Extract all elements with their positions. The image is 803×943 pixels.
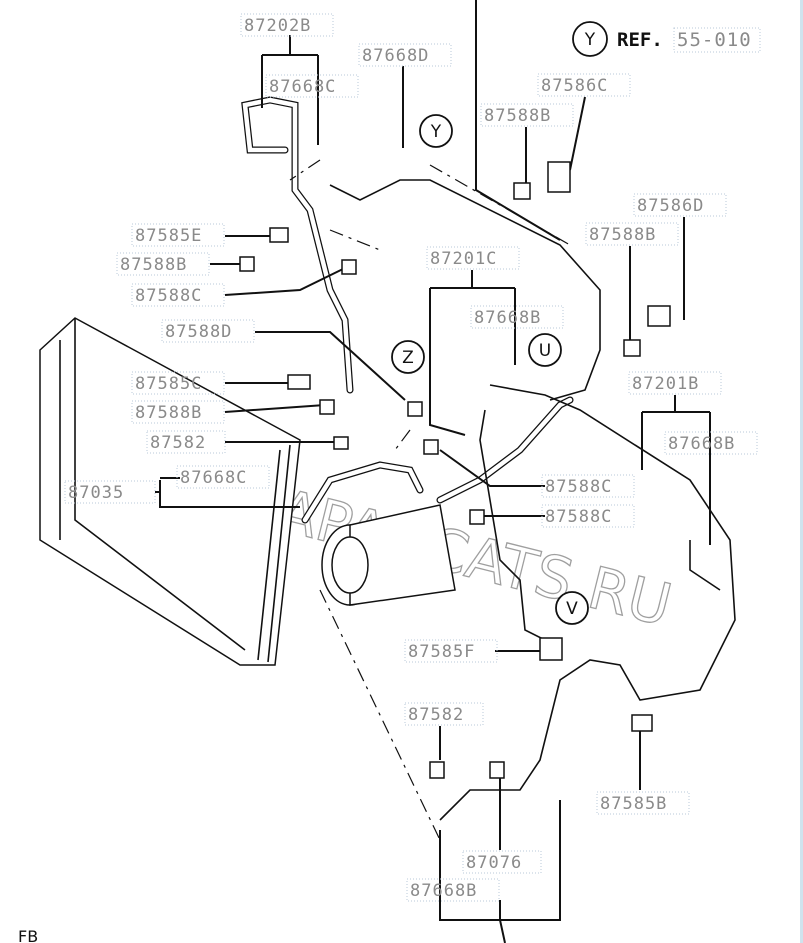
part-label: 87668B xyxy=(664,431,758,455)
svg-text:87585C: 87585C xyxy=(135,374,202,394)
part-label: 87588D xyxy=(161,319,255,343)
svg-text:87586C: 87586C xyxy=(541,76,608,96)
part-label: 87668B xyxy=(470,305,564,329)
part-label: 87035 xyxy=(64,480,156,504)
svg-text:87588C: 87588C xyxy=(135,286,202,306)
svg-text:87585B: 87585B xyxy=(600,794,667,814)
part-label: 87668C xyxy=(265,74,359,98)
svg-text:87588B: 87588B xyxy=(484,106,551,126)
part-label: 87586C xyxy=(537,73,631,97)
svg-text:87585E: 87585E xyxy=(135,226,202,246)
svg-text:REF.: REF. xyxy=(617,29,663,51)
svg-text:87582: 87582 xyxy=(150,433,206,453)
compressor-drawing xyxy=(321,504,456,606)
leader-lines xyxy=(155,0,711,943)
part-label: 87588B xyxy=(480,103,574,127)
part-label: 87588B xyxy=(131,400,225,424)
svg-text:87668B: 87668B xyxy=(668,434,735,454)
svg-text:U: U xyxy=(539,341,551,361)
svg-text:87668C: 87668C xyxy=(269,77,336,97)
page-edge xyxy=(800,0,803,943)
fasteners xyxy=(239,161,671,779)
svg-text:87586D: 87586D xyxy=(637,196,704,216)
svg-text:87035: 87035 xyxy=(68,483,124,503)
part-label: 87588C xyxy=(131,283,225,307)
svg-text:87582: 87582 xyxy=(408,705,464,725)
hoses xyxy=(241,96,736,821)
svg-text:Y: Y xyxy=(430,122,442,142)
svg-text:87668B: 87668B xyxy=(410,881,477,901)
svg-text:87668B: 87668B xyxy=(474,308,541,328)
svg-text:87588B: 87588B xyxy=(589,225,656,245)
svg-text:87201B: 87201B xyxy=(632,374,699,394)
part-label: 87588B xyxy=(585,222,679,246)
svg-text:87588B: 87588B xyxy=(135,403,202,423)
part-label: 87585C xyxy=(131,371,225,395)
part-label: 87668D xyxy=(358,43,452,67)
part-label: 87586D xyxy=(633,193,727,217)
part-label: 87588C xyxy=(541,504,635,528)
svg-text:87201C: 87201C xyxy=(430,249,497,269)
svg-text:87076: 87076 xyxy=(466,853,522,873)
svg-text:Y: Y xyxy=(584,30,596,50)
part-label: 87076 xyxy=(462,850,542,874)
svg-text:87668C: 87668C xyxy=(180,468,247,488)
part-label: 87588B xyxy=(116,252,210,276)
reference-note: Y REF. 55-010 xyxy=(572,21,761,57)
part-label: 87202B xyxy=(240,13,334,37)
orientation-label: FB xyxy=(18,927,38,943)
svg-text:87588B: 87588B xyxy=(120,255,187,275)
callout-u: U xyxy=(528,333,562,367)
condenser-drawing xyxy=(39,317,301,666)
svg-text:87588C: 87588C xyxy=(545,477,612,497)
svg-text:87585F: 87585F xyxy=(408,642,475,662)
callout-v: V xyxy=(555,591,589,625)
svg-text:Z: Z xyxy=(402,348,414,368)
svg-text:55-010: 55-010 xyxy=(677,29,752,51)
part-label: 87201B xyxy=(628,371,722,395)
part-label: 87582 xyxy=(404,702,484,726)
part-label: 87585B xyxy=(596,791,690,815)
part-label: 87668C xyxy=(176,465,270,489)
part-label: 87588C xyxy=(541,474,635,498)
svg-text:87202B: 87202B xyxy=(244,16,311,36)
svg-text:V: V xyxy=(566,599,578,619)
svg-text:87668D: 87668D xyxy=(362,46,429,66)
part-label: 87585E xyxy=(131,223,225,247)
part-label: 87668B xyxy=(406,878,500,902)
svg-text:87588C: 87588C xyxy=(545,507,612,527)
part-label: 87201C xyxy=(426,246,520,270)
part-label: 87582 xyxy=(146,430,226,454)
part-labels: 87202B 87668C 87668D 87586C 87588B 87586… xyxy=(64,13,758,902)
callout-z: Z xyxy=(391,340,425,374)
callout-y: Y xyxy=(419,114,453,148)
svg-text:87588D: 87588D xyxy=(165,322,232,342)
part-label: 87585F xyxy=(404,639,498,663)
